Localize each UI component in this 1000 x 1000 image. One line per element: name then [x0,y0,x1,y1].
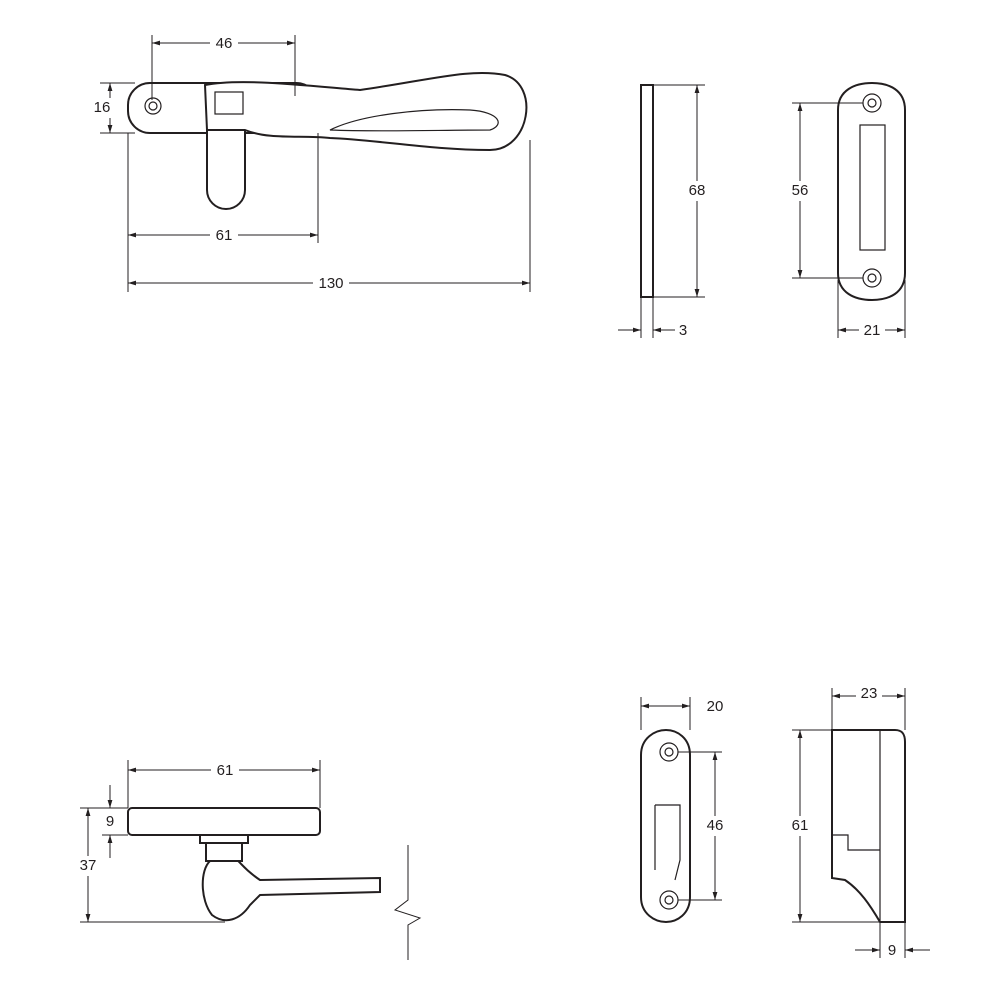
dim-hole-spacing-46: 46 [216,35,233,52]
dim-plate-length-61: 61 [216,227,233,244]
backplate-edge [127,807,321,836]
dim-keep-width-20: 20 [707,698,724,715]
handle-side-view: 68 3 [618,84,710,339]
dim-keep-lip-9: 9 [888,942,896,959]
dim-keep-height-61: 61 [792,817,809,834]
dim-keep-hole-spacing-46: 46 [707,817,724,834]
spindle-slot [206,129,246,210]
slot [859,124,886,251]
dim-plate-length-61-elev: 61 [217,762,234,779]
dim-keep-depth-23: 23 [861,685,878,702]
handle-back-view: 56 21 [787,81,906,339]
dim-thickness-3: 3 [679,322,687,339]
dim-height-68: 68 [689,182,706,199]
dim-plate-thickness-9: 9 [106,813,114,830]
keep-profile [831,729,906,923]
screw-hole [144,97,162,115]
keep-slot [654,804,681,881]
dim-plate-height-16: 16 [94,99,111,116]
dim-width-21: 21 [864,322,881,339]
dim-hole-spacing-56: 56 [792,182,809,199]
dim-overall-length-130: 130 [318,275,343,292]
dim-projection-37: 37 [80,857,97,874]
keep-side-view: 23 61 9 [787,685,930,959]
spindle [205,842,243,862]
lever-profile [201,860,381,922]
break-line [393,845,422,960]
handle-elevation-view: 61 9 37 [75,760,422,960]
keep-plate [640,728,691,924]
back-plate [837,81,906,302]
handle-front-view: 46 16 61 130 [92,34,531,292]
plate-edge [640,84,654,298]
keep-front-view: 20 46 [640,697,728,924]
